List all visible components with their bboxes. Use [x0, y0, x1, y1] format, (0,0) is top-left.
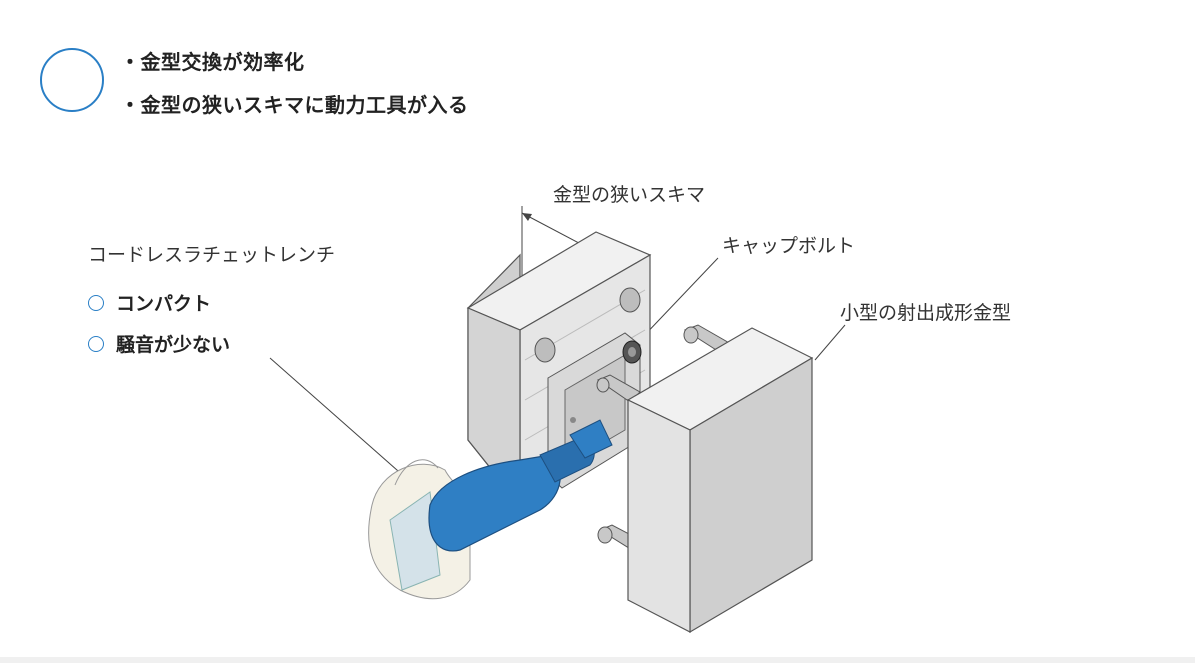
bullet-efficiency: ・金型交換が効率化 [120, 50, 305, 74]
guide-pins [596, 324, 746, 556]
bullet-tool-fits: ・金型の狭いスキマに動力工具が入る [120, 93, 469, 117]
feature-quiet: 騒音が少ない [88, 330, 230, 357]
label-cap-bolt: キャップボルト [722, 235, 856, 257]
right-mold-block [626, 327, 814, 634]
ok-circle-icon [40, 48, 104, 112]
circle-bullet-icon [88, 294, 104, 311]
feature-compact: コンパクト [88, 289, 211, 316]
cordless-ratchet-wrench [389, 419, 613, 591]
mold-leader [814, 324, 846, 361]
label-small-mold: 小型の射出成形金型 [840, 302, 1012, 324]
feature-label: コンパクト [116, 293, 212, 315]
feature-label: 騒音が少ない [116, 334, 231, 356]
circle-bullet-icon [88, 335, 104, 352]
label-narrow-gap: 金型の狭いスキマ [553, 184, 706, 206]
label-cordless-wrench: コードレスラチェットレンチ [88, 244, 336, 266]
cap-bolt-leader [639, 257, 719, 341]
cap-bolt [622, 340, 642, 364]
bottom-divider [0, 657, 1195, 663]
